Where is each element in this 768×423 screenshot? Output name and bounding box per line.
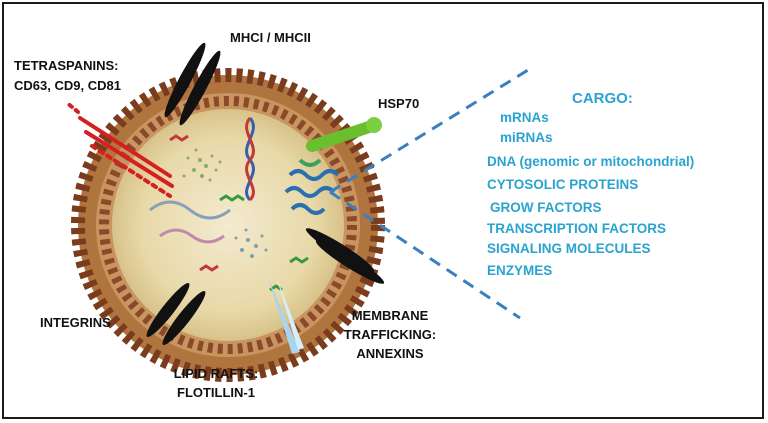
zoom-dashed-lines: [329, 68, 529, 320]
cargo-item-dna: DNA (genomic or mitochondrial): [487, 154, 695, 169]
annexin-icon: [305, 228, 385, 284]
cargo-contents: [149, 117, 340, 292]
protein-cluster-icon: [182, 148, 222, 182]
hsp70-icon: [306, 117, 382, 152]
protein-structure-icon: [284, 158, 340, 215]
cargo-item-cytosolic-proteins: CYTOSOLIC PROTEINS: [487, 177, 639, 192]
rna-hairpin-icon: [149, 200, 231, 244]
integrins-label: INTEGRINS: [40, 315, 111, 330]
membrane-trafficking-label-line2: TRAFFICKING:: [343, 327, 437, 342]
dna-helix-icon: [245, 117, 255, 202]
mhc-receptor-icon: [164, 42, 221, 126]
lipid-rafts-label-title: LIPID RAFTS:: [173, 366, 259, 381]
mirna-strand-icon: [169, 134, 309, 292]
integrin-icon: [146, 282, 206, 346]
cargo-item-transcription-factors: TRANSCRIPTION FACTORS: [487, 221, 667, 236]
tetraspanins-label-members: CD63, CD9, CD81: [14, 78, 121, 93]
cargo-item-signaling-molecules: SIGNALING MOLECULES: [487, 241, 651, 256]
lipid-raft-icon: [268, 276, 304, 354]
membrane-trafficking-label-line1: MEMBRANE: [351, 308, 429, 323]
cargo-item-grow-factors: GROW FACTORS: [490, 200, 602, 215]
mhc-label: MHCI / MHCII: [230, 30, 311, 45]
membrane-trafficking-label-line3: ANNEXINS: [356, 346, 424, 361]
tetraspanins-label-title: TETRASPANINS:: [14, 58, 119, 73]
vesicle-lumen: [112, 109, 344, 341]
lipid-rafts-label-member: FLOTILLIN-1: [177, 385, 255, 400]
membrane-bilayer: [71, 68, 385, 382]
cargo-item-enzymes: ENZYMES: [487, 263, 553, 278]
tetraspanin-icon: [64, 100, 174, 198]
cargo-title: CARGO:: [572, 90, 633, 107]
protein-cluster-icon: [234, 228, 268, 258]
cargo-item-mirnas: miRNAs: [500, 130, 553, 145]
cargo-item-mrnas: mRNAs: [500, 110, 549, 125]
hsp70-label: HSP70: [378, 96, 420, 111]
